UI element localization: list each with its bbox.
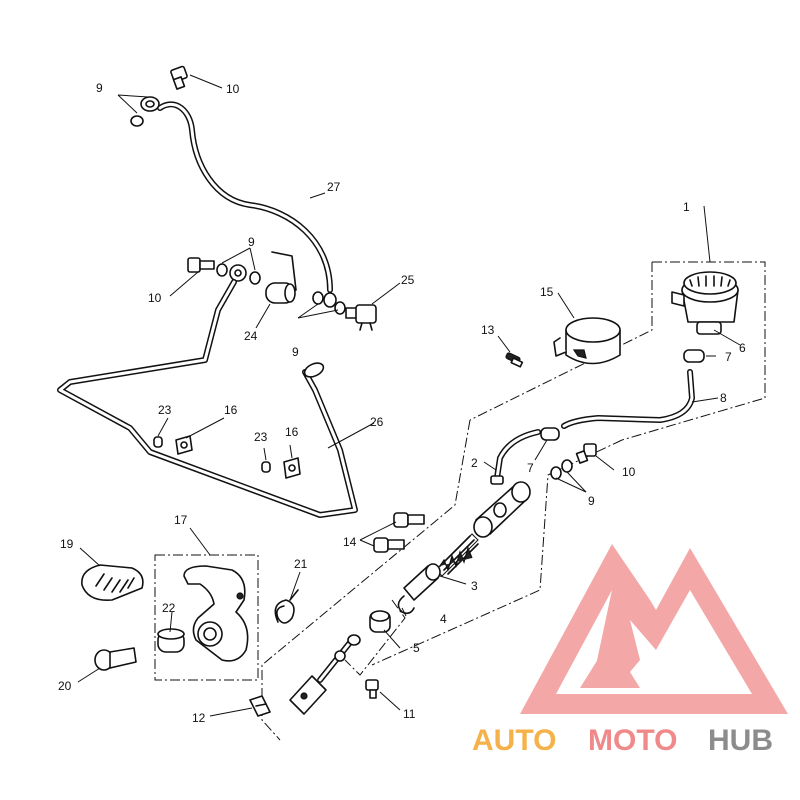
callout-16-left: 16: [224, 403, 238, 417]
callout-10-mid: 10: [148, 291, 162, 305]
banjo-bolt-mid: [187, 257, 215, 273]
mounting-bolt-upper: [393, 512, 425, 528]
logo-inner-cutout: [556, 590, 752, 694]
union-fitting: [229, 264, 247, 282]
callout-8: 8: [720, 391, 727, 405]
master-cylinder-body: [473, 481, 531, 538]
pushrod-boot: [369, 610, 391, 633]
clevis-bolt: [365, 679, 379, 699]
callout-3: 3: [471, 579, 478, 593]
rivet-right: [261, 461, 271, 473]
pedal-frame: [154, 554, 259, 681]
callout-17: 17: [174, 513, 188, 527]
union-fitting-b: [323, 292, 337, 308]
brake-hose-upper: [157, 101, 333, 293]
callout-9-mid-lower: 9: [292, 345, 299, 359]
reservoir-screw: [505, 352, 524, 368]
seal-kit-frame: [344, 599, 406, 676]
sealing-washer-mid-right: [249, 271, 261, 285]
pushrod: [317, 634, 361, 683]
leader-lines: [77, 74, 741, 717]
watermark-word-moto: MOTO: [588, 724, 677, 757]
circlip: [397, 595, 415, 615]
footrest-pin: [94, 647, 137, 671]
sealing-washer-right-a: [561, 459, 573, 473]
callout-25: 25: [401, 273, 415, 287]
reservoir-frame-left: [469, 262, 653, 421]
rivet-left: [153, 436, 163, 448]
logo-inner-mark: [580, 640, 640, 688]
callout-numbers: 1 2 3 4 5 6 7 7 8 9 9 9 9 10 10 10 11 12…: [58, 81, 746, 725]
pushrod-clevis: [289, 675, 327, 715]
reservoir-guard: [553, 317, 621, 365]
watermark-logo: [520, 544, 788, 714]
banjo-bolt-right: [575, 443, 597, 464]
sealing-washer-pair-b: [334, 301, 346, 315]
fluid-reservoir: [671, 271, 739, 335]
callout-22: 22: [162, 601, 176, 615]
piston: [403, 563, 441, 601]
callout-24: 24: [244, 329, 258, 343]
watermark-wordmark: AUTO MOTO HUB: [472, 724, 773, 757]
pipe-clip-right: [283, 457, 301, 479]
hose-clip-top: [683, 349, 705, 363]
callout-1: 1: [683, 200, 690, 214]
watermark-word-hub: HUB: [708, 724, 773, 757]
pipe-end-fitting: [303, 362, 325, 378]
sealing-washer-pair-a: [312, 291, 324, 305]
callout-12: 12: [192, 711, 206, 725]
callout-6: 6: [739, 341, 746, 355]
callout-7-lower: 7: [527, 461, 534, 475]
brake-pipe-lower: [57, 279, 358, 518]
callout-5: 5: [413, 641, 420, 655]
callout-10-top: 10: [226, 82, 240, 96]
assembly-frames: [154, 261, 766, 741]
piston-spring: [435, 533, 479, 577]
pivot-bush: [157, 628, 185, 653]
callout-4: 4: [440, 612, 447, 626]
hose-grommet: [265, 251, 297, 304]
callout-21: 21: [294, 557, 308, 571]
pipe-clip-left: [175, 435, 193, 455]
clevis-clip: [249, 695, 271, 717]
callout-10-right: 10: [622, 465, 636, 479]
return-spring: [274, 589, 299, 624]
callout-19: 19: [60, 537, 74, 551]
callout-9-mid: 9: [248, 235, 255, 249]
callout-15: 15: [540, 285, 554, 299]
callout-7-upper: 7: [725, 350, 732, 364]
feed-hose: [490, 429, 541, 485]
banjo-fitting-top: [140, 96, 160, 112]
brake-light-switch: [345, 304, 377, 331]
mounting-bolt-lower: [373, 537, 405, 553]
callout-11: 11: [403, 707, 416, 721]
callout-14: 14: [343, 535, 357, 549]
hose-clip-bottom: [540, 427, 560, 441]
callout-9-top: 9: [96, 81, 103, 95]
sealing-washer-mid-left: [216, 263, 228, 277]
reservoir-frame: [621, 261, 766, 441]
callout-13: 13: [481, 323, 495, 337]
banjo-bolt-top: [170, 65, 188, 90]
callout-27: 27: [327, 180, 341, 194]
watermark-word-auto: AUTO: [472, 724, 556, 757]
reservoir-hose: [561, 369, 695, 429]
callout-26: 26: [370, 415, 384, 429]
sealing-washer-right-b: [550, 466, 562, 480]
sealing-washer-top: [130, 115, 144, 127]
callout-9-right: 9: [588, 494, 595, 508]
footrest-rubber: [81, 564, 144, 602]
callout-20: 20: [58, 679, 72, 693]
callout-23-left: 23: [158, 403, 172, 417]
callout-23-right: 23: [254, 430, 268, 444]
master-cylinder-frame: [261, 419, 471, 741]
brake-pedal: [183, 565, 249, 662]
callout-16-right: 16: [285, 425, 299, 439]
callout-2: 2: [471, 456, 478, 470]
